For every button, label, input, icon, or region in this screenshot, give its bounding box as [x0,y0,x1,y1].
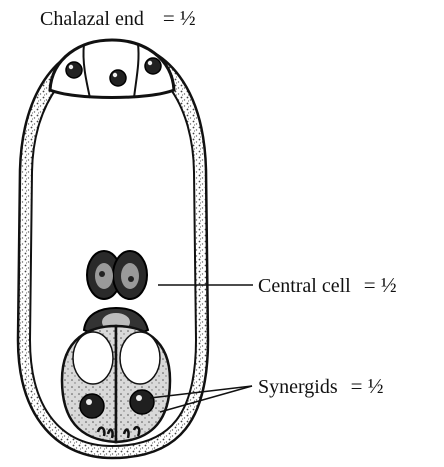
synergid-nucleus-right [130,390,154,414]
antipodal-nucleus-1 [66,62,82,78]
polar-nuclei [87,251,147,299]
chalazal-end-text: Chalazal end [40,8,144,30]
chalazal-end-value: = ½ [163,6,196,30]
synergid-vacuole-left [73,332,113,384]
synergids-label: Synergids = ½ [258,374,383,399]
central-cell-value: = ½ [364,273,397,297]
synergids-text: Synergids [258,376,338,398]
synergids-value: = ½ [351,374,384,398]
central-cell-text: Central cell [258,275,351,297]
antipodal-nucleus-2 [110,70,126,86]
synergid-vacuole-right [120,332,160,384]
central-cell-label: Central cell = ½ [258,273,397,298]
synergid-nucleus-left [80,394,104,418]
chalazal-end-label: Chalazal end = ½ [40,6,196,31]
antipodal-nucleus-3 [145,58,161,74]
